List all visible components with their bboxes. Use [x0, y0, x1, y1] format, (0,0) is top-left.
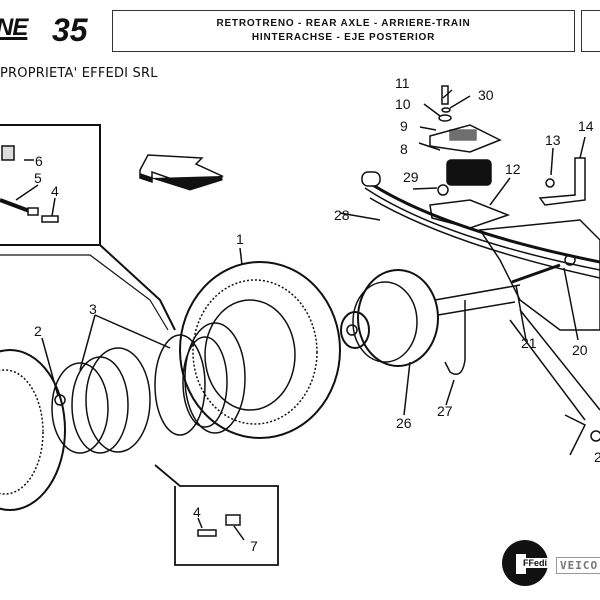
callout-29: 29: [403, 169, 419, 185]
part-26-drum: [357, 269, 439, 367]
part-9-cap: [429, 124, 502, 153]
axle-tube: [434, 284, 521, 316]
callout-30: 30: [478, 87, 494, 103]
inset-connector-top: [99, 244, 176, 331]
callout-11: 11: [395, 75, 410, 91]
part-11-bolt: [441, 85, 449, 105]
part-3-rim: [184, 322, 246, 434]
callout-20: 20: [572, 342, 588, 358]
callout-labels: 1 2 3 4 5 6 4 7 8 9 10 11 30 12 13 14 28…: [34, 75, 600, 554]
part-5-hose: [0, 198, 33, 214]
callout-4: 4: [51, 183, 59, 199]
part-29-nut: [437, 184, 449, 196]
callout-10: 10: [395, 96, 411, 112]
page-number: 35: [52, 12, 88, 48]
inset-box-bottom: [154, 464, 279, 566]
title-box: RETROTRENO - REAR AXLE - ARRIERE-TRAIN H…: [112, 10, 575, 52]
inset-box-top: [0, 124, 101, 246]
part-21-bolt: [511, 263, 561, 284]
owner-notice: PROPRIETA' EFFEDI SRL: [0, 66, 158, 81]
logo-veico-text: VEICO: [556, 557, 600, 574]
callout-28: 28: [334, 207, 350, 223]
part-4-fitting-b: [197, 529, 217, 537]
part-8-pad: [446, 159, 492, 186]
part-7-elbow: [225, 514, 241, 526]
part-30-nut: [441, 107, 451, 113]
callout-21: 21: [521, 335, 537, 351]
logo-e-cutout: [516, 554, 526, 574]
part-27-ubolt: [444, 300, 466, 375]
callout-27: 27: [437, 403, 453, 419]
brand-logo-fragment: NE: [0, 14, 28, 41]
callout-26: 26: [396, 415, 412, 431]
part-14-bracket: [538, 157, 586, 206]
left-tyre: [0, 349, 66, 511]
part-4-fitting: [41, 215, 59, 223]
part-bolt-lower-right: [590, 430, 600, 442]
part-6-bracket: [1, 145, 15, 161]
effedi-logo: FFedi VEICO: [502, 540, 600, 590]
callout-12: 12: [505, 161, 521, 177]
part-13-nut: [545, 178, 555, 188]
callout-6: 6: [35, 153, 43, 169]
part-12-plate: [429, 199, 511, 229]
callout-2-right: 2: [594, 449, 600, 465]
hub: [340, 311, 370, 349]
logo-brand-text: FFedi: [522, 558, 548, 568]
callout-13: 13: [545, 132, 561, 148]
callout-7: 7: [250, 538, 258, 554]
callout-9: 9: [400, 118, 408, 134]
side-box: [581, 10, 600, 52]
callout-14: 14: [578, 118, 594, 134]
title-line-2: HINTERACHSE - EJE POSTERIOR: [251, 32, 436, 43]
differential-housing: [478, 219, 600, 331]
callout-3: 3: [89, 301, 97, 317]
title-line-1: RETROTRENO - REAR AXLE - ARRIERE-TRAIN: [216, 18, 471, 29]
part-1-tyre: [179, 261, 341, 439]
callout-2: 2: [34, 323, 42, 339]
part-10-washer: [438, 114, 452, 122]
callout-5: 5: [34, 170, 42, 186]
callout-8: 8: [400, 141, 408, 157]
callout-4-inset: 4: [193, 504, 201, 520]
callout-1: 1: [236, 231, 244, 247]
